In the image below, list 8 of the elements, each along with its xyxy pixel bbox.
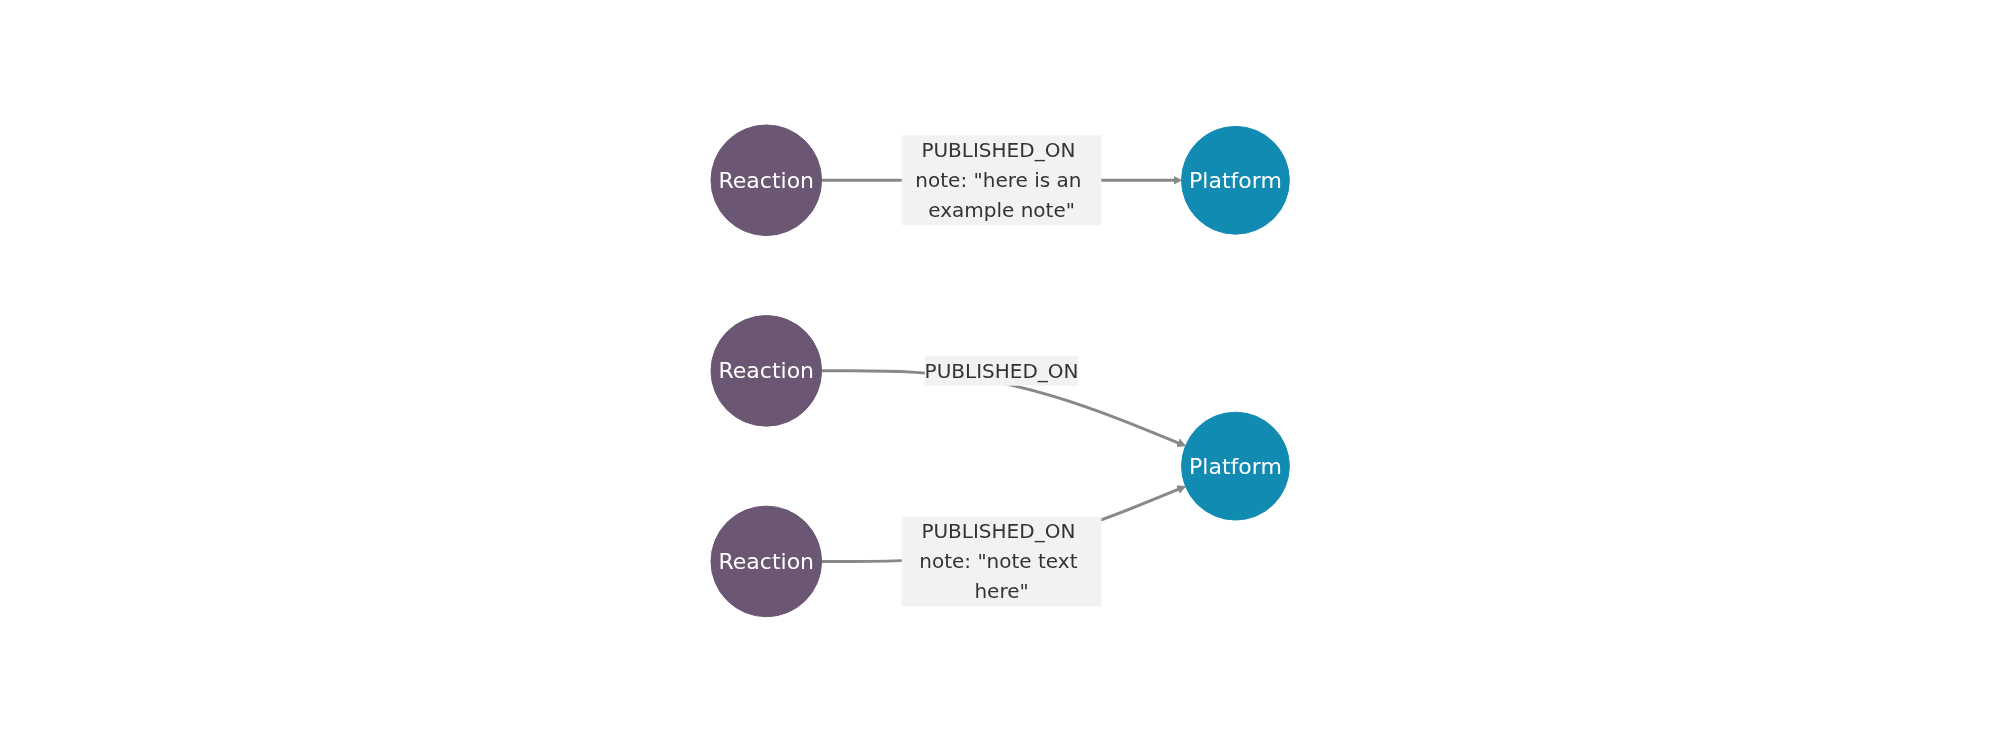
edge-label: PUBLISHED_ON note: "note text here" [919, 519, 1078, 604]
edge-label: PUBLISHED_ON note: "here is an example note" [915, 138, 1082, 223]
node-circle: Reaction [710, 505, 822, 618]
node-circle: Reaction [710, 315, 822, 427]
node-circle: Platform [1180, 411, 1290, 521]
edge-label: PUBLISHED_ON [924, 359, 1079, 383]
node-circle: Reaction [710, 124, 822, 237]
node-circle: Platform [1180, 126, 1290, 235]
